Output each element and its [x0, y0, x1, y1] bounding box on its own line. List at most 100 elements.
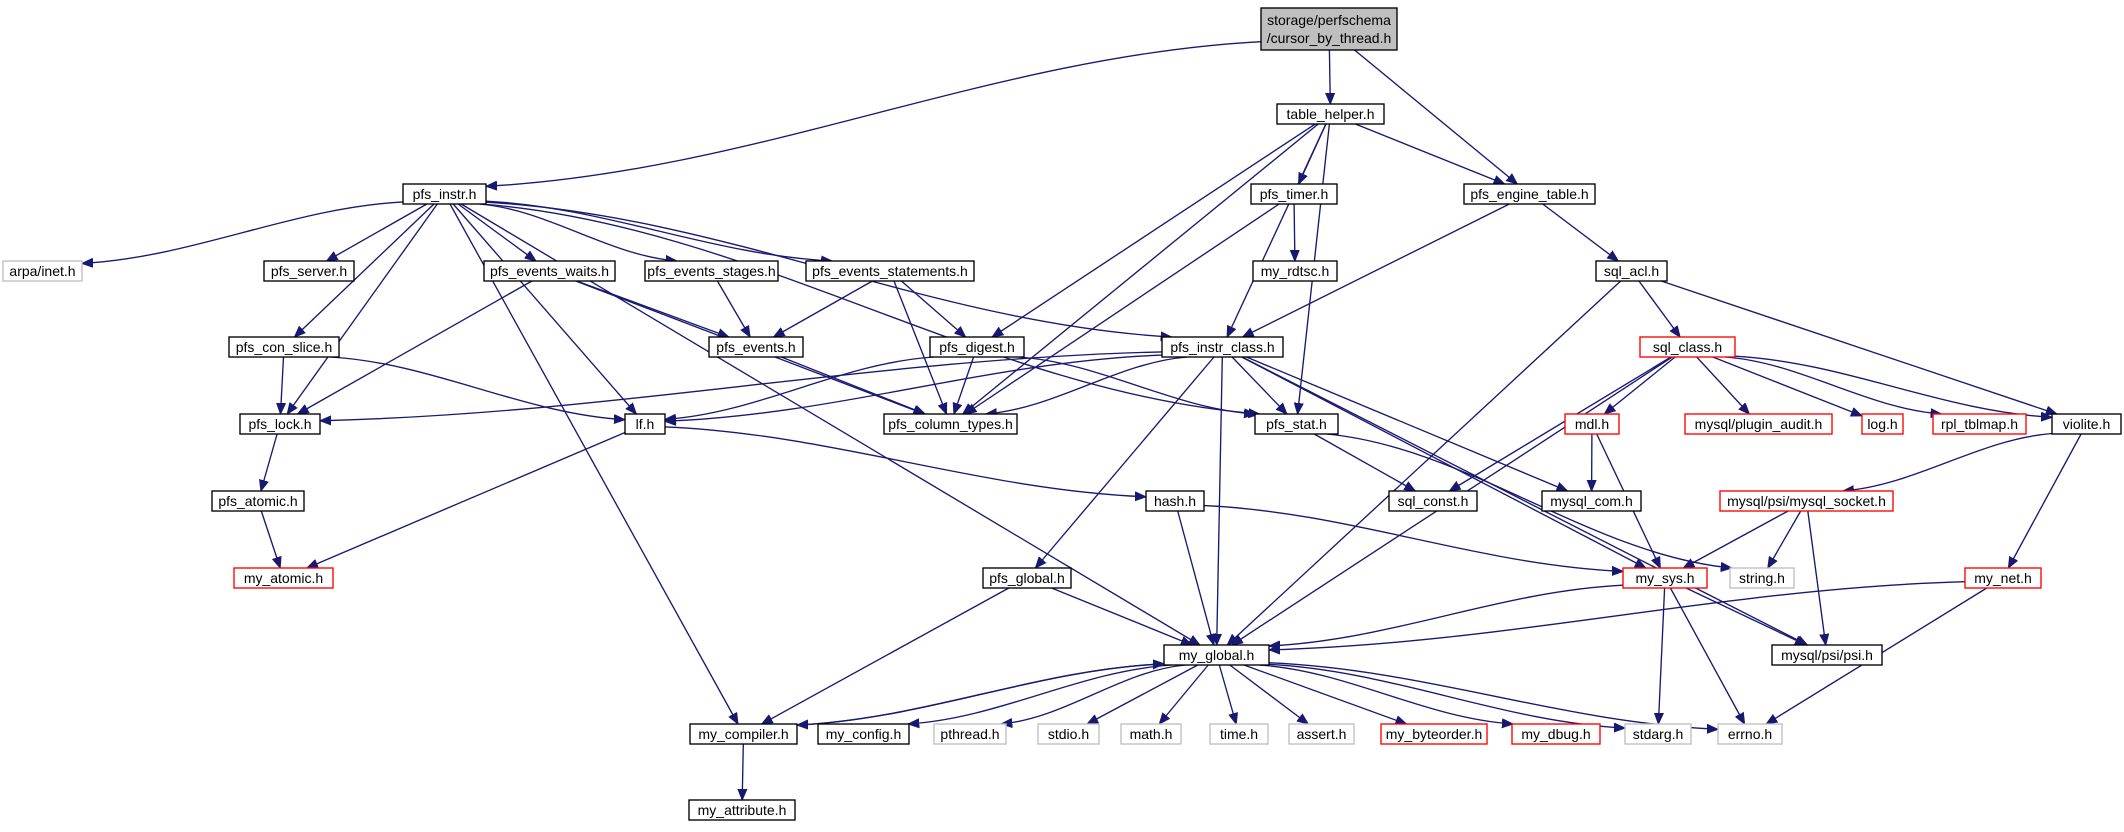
node-my-global[interactable]: my_global.h [1163, 644, 1270, 666]
node-label: my_rdtsc.h [1261, 263, 1329, 279]
node-log[interactable]: log.h [1861, 413, 1904, 435]
node-label: my_compiler.h [698, 726, 788, 742]
node-pfs-events-waits[interactable]: pfs_events_waits.h [483, 260, 616, 282]
edge-my_sys-to-my_global [1269, 584, 1624, 646]
node-box [644, 260, 779, 282]
node-box [805, 260, 975, 282]
node-math[interactable]: math.h [1120, 723, 1182, 745]
node-lf[interactable]: lf.h [624, 413, 666, 435]
node-my-compiler[interactable]: my_compiler.h [689, 723, 798, 745]
node-label: time.h [1220, 726, 1258, 742]
node-label: mysql_com.h [1550, 493, 1632, 509]
node-pfs-instr[interactable]: pfs_instr.h [402, 183, 487, 205]
node-box [1161, 336, 1284, 358]
node-label: /cursor_by_thread.h [1267, 30, 1392, 46]
node-pfs-instr-class[interactable]: pfs_instr_class.h [1161, 336, 1284, 358]
node-label: pfs_global.h [989, 570, 1065, 586]
node-pfs-digest[interactable]: pfs_digest.h [929, 336, 1025, 358]
node-label: stdarg.h [1633, 726, 1684, 742]
node-label: sql_const.h [1398, 493, 1469, 509]
edge-pfs_atomic-to-my_atomic [260, 510, 280, 568]
node-box [1932, 413, 2027, 435]
node-table-helper[interactable]: table_helper.h [1276, 103, 1385, 125]
edge-cursor-to-pfs_instr [486, 41, 1262, 187]
node-string-h[interactable]: string.h [1729, 567, 1795, 589]
edge-pfs_con_slice-to-lf [330, 356, 625, 420]
node-box [1719, 490, 1894, 512]
edge-pfs_instr_class-to-pfs_column_types [986, 356, 1188, 414]
node-box [1964, 567, 2042, 589]
node-assert-h[interactable]: assert.h [1288, 723, 1355, 745]
node-mysql-socket[interactable]: mysql/psi/mysql_socket.h [1719, 490, 1894, 512]
node-rpl-tblmap[interactable]: rpl_tblmap.h [1932, 413, 2027, 435]
node-arpa-inet[interactable]: arpa/inet.h [2, 260, 83, 282]
node-violite[interactable]: violite.h [2051, 413, 2122, 435]
edge-pfs_instr-to-pfs_events_waits [457, 203, 536, 261]
edge-mysql_socket-to-psi [1807, 510, 1826, 645]
node-my-config[interactable]: my_config.h [817, 723, 910, 745]
edge-pfs_instr_class-to-my_sys [1241, 356, 1646, 568]
edge-my_global-to-my_config [908, 664, 1172, 724]
edge-sql_class-to-log [1712, 356, 1862, 416]
node-box [1120, 723, 1182, 745]
node-box [239, 413, 321, 435]
node-pfs-events[interactable]: pfs_events.h [708, 336, 804, 358]
node-errno-h[interactable]: errno.h [1717, 723, 1783, 745]
node-pfs-column-types[interactable]: pfs_column_types.h [883, 413, 1018, 435]
node-label: log.h [1867, 416, 1897, 432]
node-my-attribute[interactable]: my_attribute.h [688, 799, 796, 821]
edge-pfs_events_statements-to-pfs_digest [900, 280, 965, 337]
node-label: my_net.h [1974, 570, 2032, 586]
edge-mysql_socket-to-string_h [1768, 510, 1802, 568]
node-cursor[interactable]: storage/perfschema/cursor_by_thread.h [1260, 7, 1398, 51]
node-box [1463, 183, 1596, 205]
node-psi[interactable]: mysql/psi/psi.h [1771, 644, 1883, 666]
node-pfs-engine-table[interactable]: pfs_engine_table.h [1463, 183, 1596, 205]
node-plugin-audit[interactable]: mysql/plugin_audit.h [1684, 413, 1833, 435]
edge-sql_class-to-rpl_tblmap [1725, 356, 1941, 414]
edge-pfs_events_statements-to-pfs_column_types [893, 280, 947, 414]
node-pfs-atomic[interactable]: pfs_atomic.h [211, 490, 305, 512]
node-label: mysql/psi/psi.h [1781, 647, 1873, 663]
edge-table_helper-to-pfs_digest [992, 123, 1316, 337]
node-box [1771, 644, 1883, 666]
node-label: pthread.h [940, 726, 999, 742]
edge-my_compiler-to-my_attribute [742, 743, 743, 800]
node-pfs-global[interactable]: pfs_global.h [982, 567, 1072, 589]
node-pfs-events-stages[interactable]: pfs_events_stages.h [644, 260, 779, 282]
node-mysql-com[interactable]: mysql_com.h [1541, 490, 1642, 512]
node-pfs-events-statements[interactable]: pfs_events_statements.h [805, 260, 975, 282]
node-my-rdtsc[interactable]: my_rdtsc.h [1252, 260, 1338, 282]
edge-pfs_instr_class-to-mysql_com [1246, 356, 1568, 492]
node-box [708, 336, 804, 358]
node-pfs-server[interactable]: pfs_server.h [263, 260, 355, 282]
node-pfs-timer[interactable]: pfs_timer.h [1250, 183, 1338, 205]
node-my-net[interactable]: my_net.h [1964, 567, 2042, 589]
node-sql-const[interactable]: sql_const.h [1388, 490, 1478, 512]
node-hash[interactable]: hash.h [1145, 490, 1205, 512]
node-label: lf.h [636, 416, 655, 432]
node-sql-acl[interactable]: sql_acl.h [1595, 260, 1668, 282]
edge-cursor-to-pfs_engine_table [1354, 49, 1518, 184]
node-my-atomic[interactable]: my_atomic.h [233, 567, 334, 589]
node-pfs-lock[interactable]: pfs_lock.h [239, 413, 321, 435]
node-sql-class[interactable]: sql_class.h [1639, 336, 1736, 358]
node-box [688, 799, 796, 821]
node-stdarg[interactable]: stdarg.h [1624, 723, 1692, 745]
node-box [1624, 723, 1692, 745]
node-mdl[interactable]: mdl.h [1564, 413, 1620, 435]
node-pfs-con-slice[interactable]: pfs_con_slice.h [228, 336, 340, 358]
node-pfs-stat[interactable]: pfs_stat.h [1254, 413, 1339, 435]
node-box [1380, 723, 1488, 745]
node-time-h[interactable]: time.h [1209, 723, 1269, 745]
edge-sql_acl-to-violite [1660, 280, 2057, 414]
edge-pfs_instr-to-pfs_stat [481, 203, 1260, 414]
node-my-byteorder[interactable]: my_byteorder.h [1380, 723, 1488, 745]
node-pthread[interactable]: pthread.h [933, 723, 1007, 745]
node-stdio[interactable]: stdio.h [1037, 723, 1100, 745]
node-my-sys[interactable]: my_sys.h [1622, 567, 1708, 589]
node-label: pfs_column_types.h [888, 416, 1013, 432]
node-label: sql_acl.h [1604, 263, 1659, 279]
node-box [1639, 336, 1736, 358]
node-my-dbug[interactable]: my_dbug.h [1511, 723, 1601, 745]
